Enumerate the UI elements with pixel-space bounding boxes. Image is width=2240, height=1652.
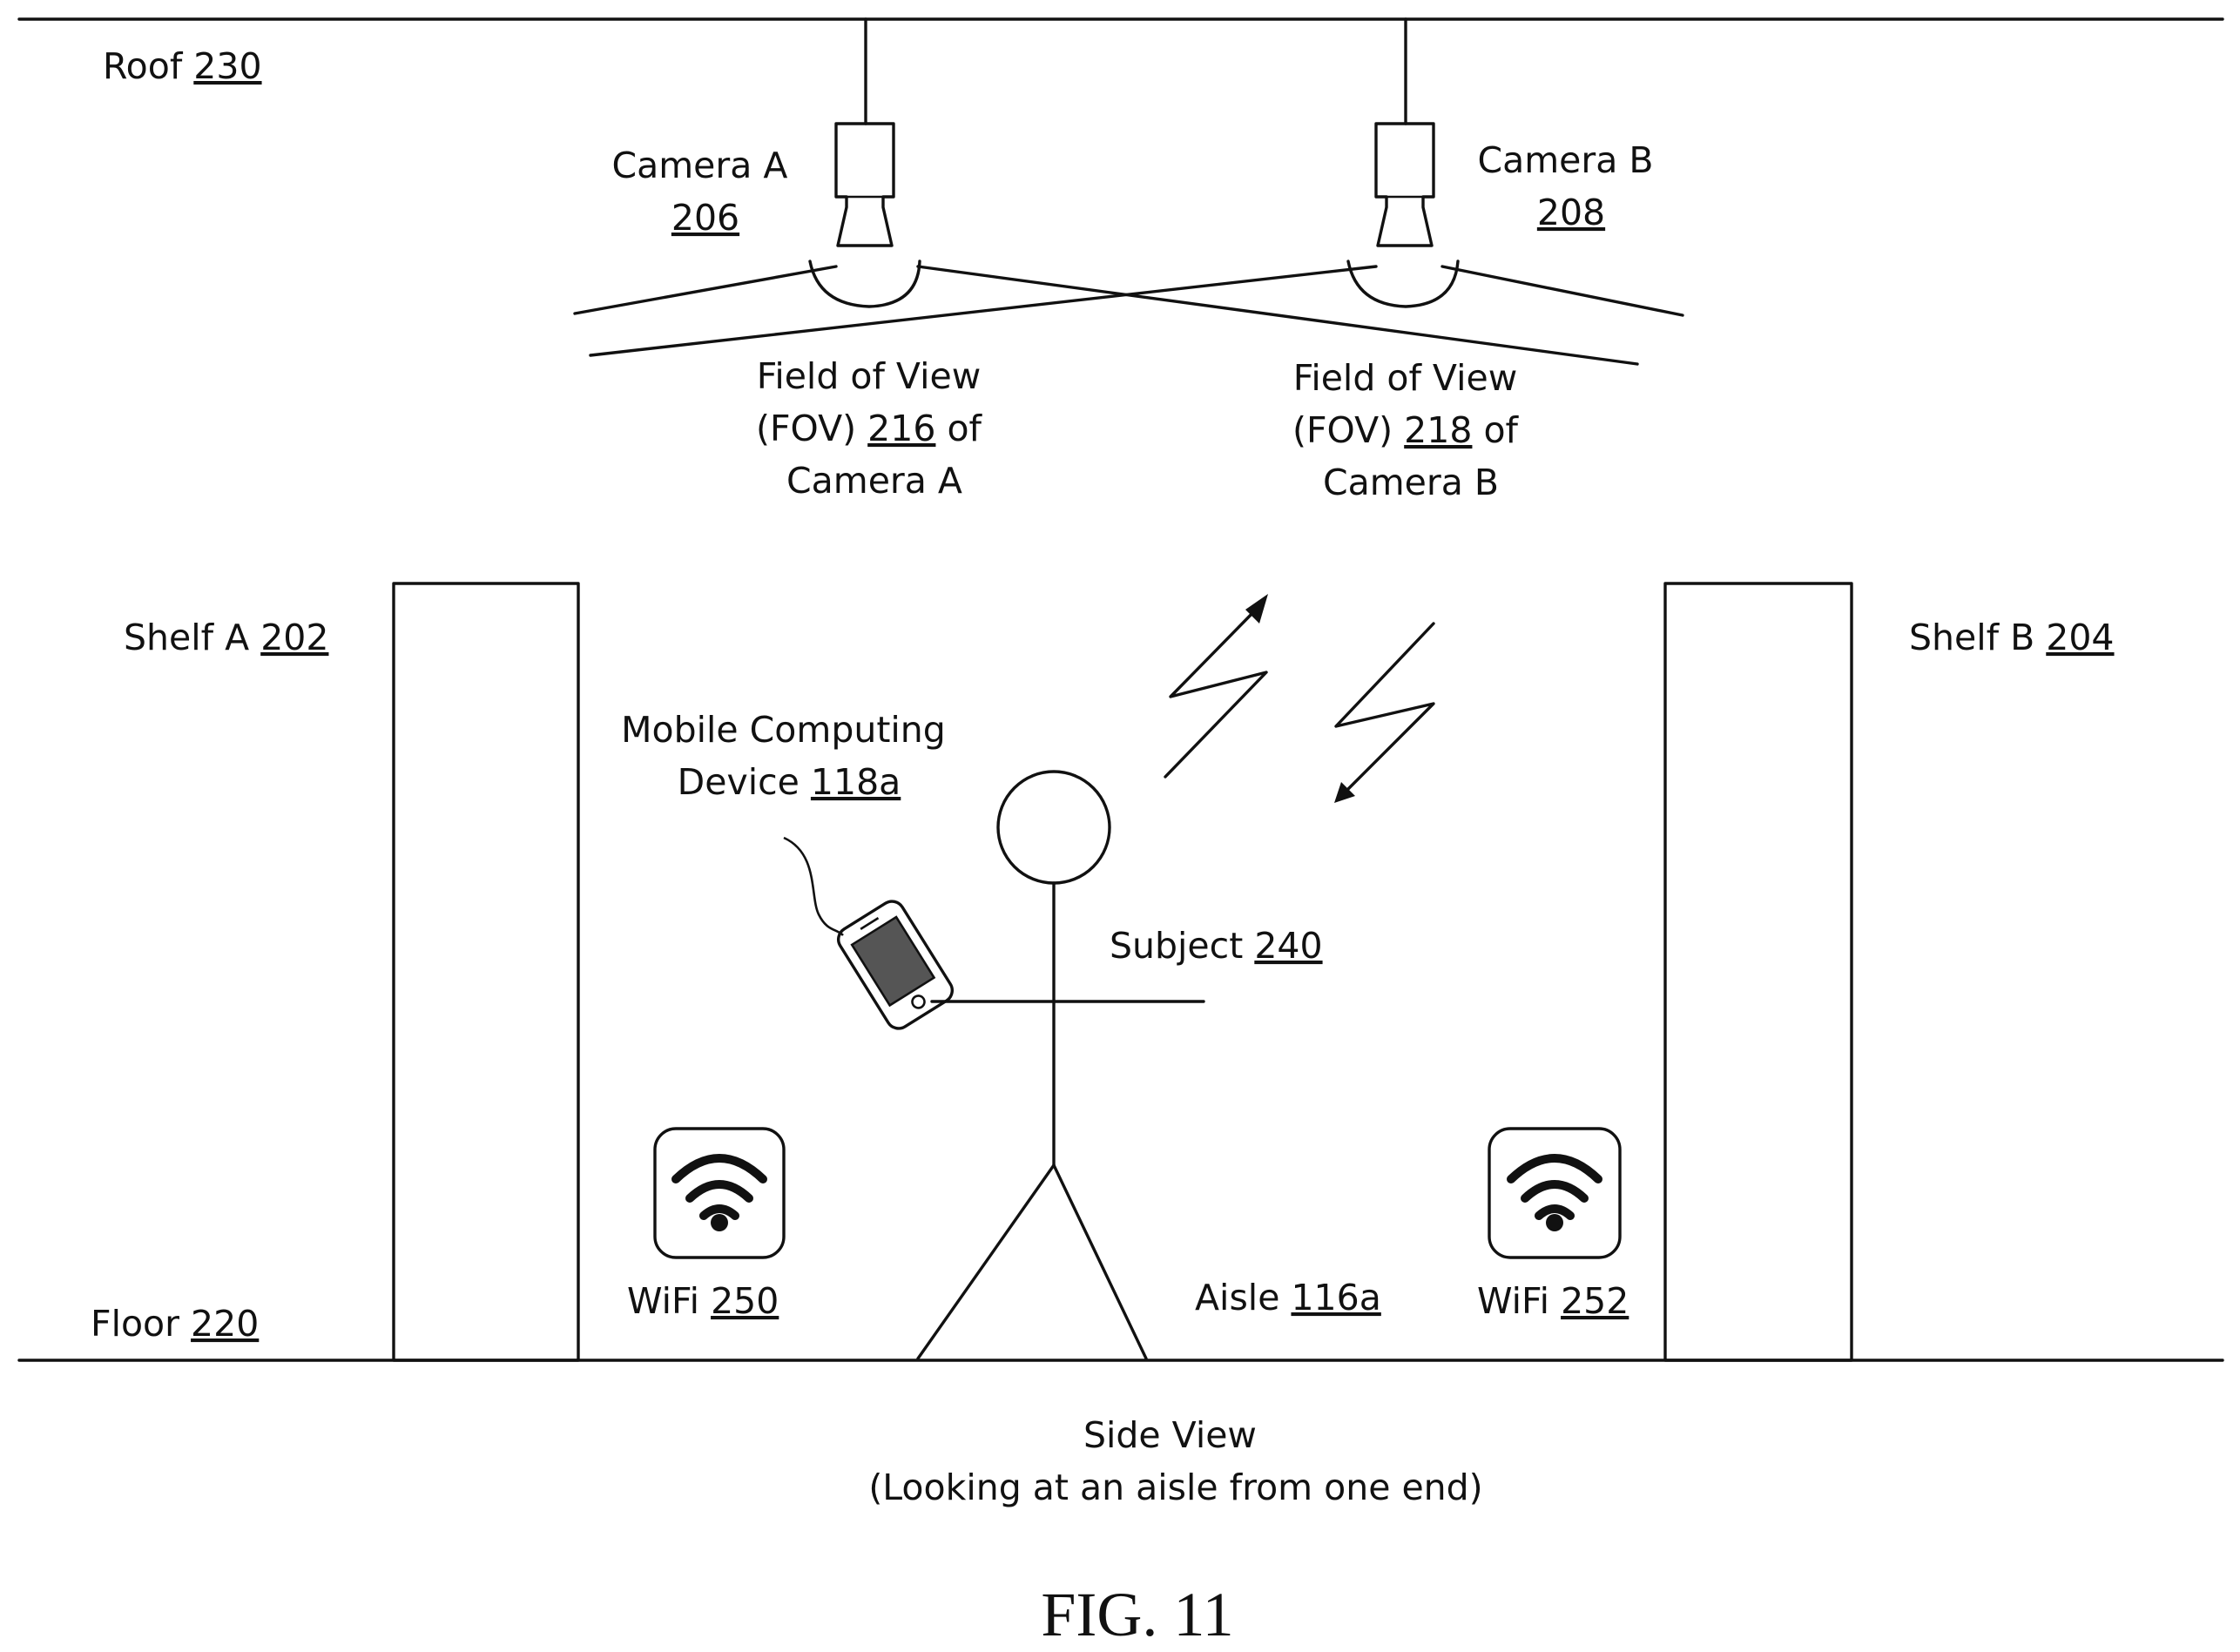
shelf-b <box>1665 583 1852 1360</box>
signal-arrow-up-icon <box>1165 594 1268 777</box>
roof-label: Roof 230 <box>103 45 262 87</box>
wifi-a-icon <box>655 1129 784 1258</box>
shelf-b-label: Shelf B 204 <box>1909 617 2115 658</box>
fov-a-label: Field of View (FOV) 216 of Camera A <box>756 355 993 502</box>
mobile-leader-line <box>784 838 843 935</box>
wifi-b-icon <box>1489 1129 1620 1258</box>
figure-label: FIG. 11 <box>1041 1580 1233 1649</box>
camera-a-icon <box>810 19 920 307</box>
mobile-label: Mobile Computing Device 118a <box>621 709 957 803</box>
shelf-a-label: Shelf A 202 <box>124 617 328 658</box>
camera-b-label: Camera B 208 <box>1477 139 1664 233</box>
fov-a-line-lower <box>918 266 1637 364</box>
camera-b-icon <box>1348 19 1458 307</box>
smartphone-icon <box>833 897 956 1033</box>
aisle-label: Aisle 116a <box>1195 1277 1381 1318</box>
shelf-a <box>394 583 578 1360</box>
subject-figure <box>918 772 1204 1359</box>
subject-label: Subject 240 <box>1110 925 1323 967</box>
camera-a-label: Camera A 206 <box>611 145 799 239</box>
fov-b-line-lower <box>590 266 1376 355</box>
floor-label: Floor 220 <box>91 1303 259 1345</box>
fov-a-line-upper <box>575 266 836 314</box>
caption: Side View (Looking at an aisle from one … <box>868 1414 1482 1508</box>
wifi-a-label: WiFi 250 <box>627 1280 779 1322</box>
signal-arrow-down-icon <box>1334 624 1434 803</box>
fov-b-label: Field of View (FOV) 218 of Camera B <box>1292 357 1529 503</box>
wifi-b-label: WiFi 252 <box>1477 1280 1629 1322</box>
fov-b-line-upper <box>1442 266 1683 315</box>
